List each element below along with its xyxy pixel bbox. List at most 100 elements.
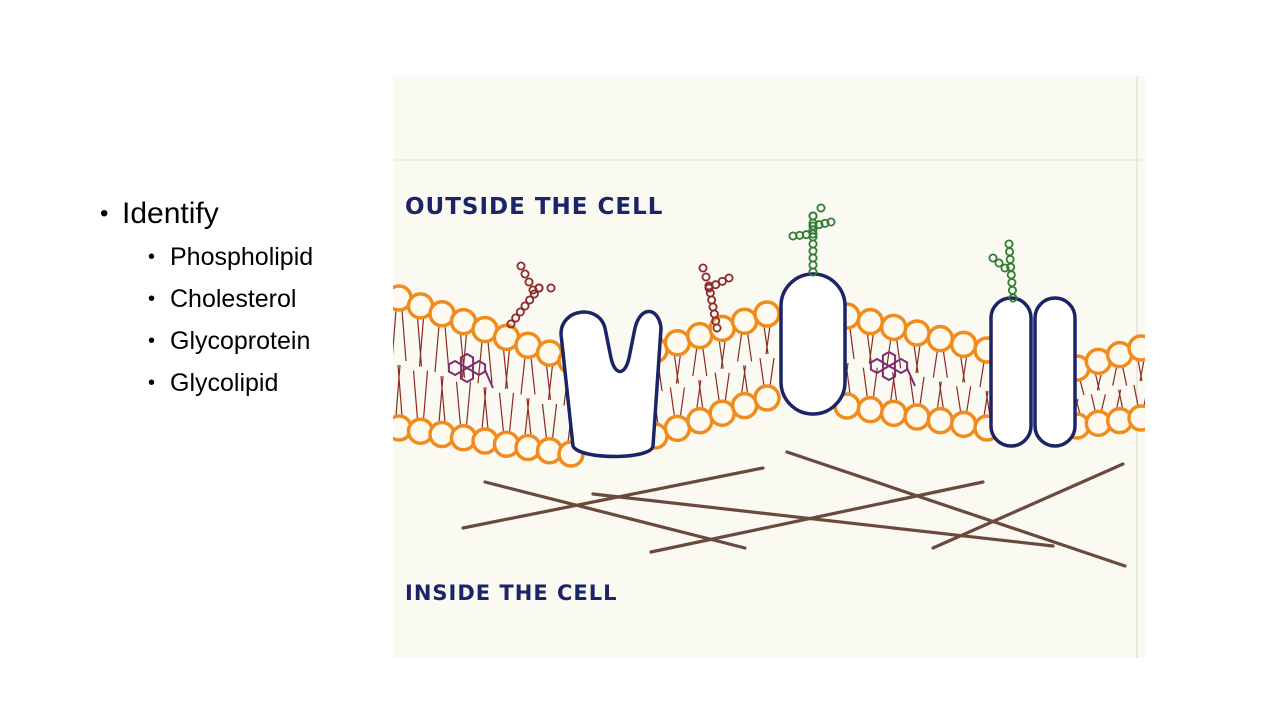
- phospholipid-head: [903, 319, 931, 347]
- lipid-tail: [765, 325, 771, 355]
- bullet-glycolipid: Glycolipid: [148, 362, 313, 404]
- lipid-tail: [418, 317, 425, 367]
- sugar-bead: [711, 280, 721, 290]
- lipid-tail: [669, 387, 675, 417]
- lipid-tail: [692, 347, 698, 377]
- lipid-tail: [481, 387, 487, 430]
- lipid-tail: [530, 357, 536, 395]
- cholesterol-molecule: [447, 352, 494, 389]
- lipid-tail: [759, 357, 765, 387]
- lipid-tail: [936, 381, 942, 409]
- sugar-bead: [529, 289, 539, 299]
- lipid-tail: [1079, 379, 1085, 396]
- lipid-tail: [401, 309, 407, 362]
- sugar-bead: [520, 269, 530, 279]
- lipid-tail: [465, 381, 472, 426]
- lipid-tail: [960, 356, 966, 383]
- lipid-tail: [675, 354, 681, 384]
- channel-protein: [559, 309, 663, 459]
- lipid-tail: [1090, 394, 1096, 412]
- label-inside-cell: INSIDE THE CELL: [405, 581, 618, 605]
- lipid-tail: [886, 339, 892, 369]
- lipid-tail: [483, 387, 489, 430]
- lipid-tail: [862, 367, 868, 398]
- phospholipid-head: [879, 399, 908, 428]
- phospholipid-head: [686, 321, 714, 350]
- lipid-tail: [547, 365, 554, 401]
- sugar-bead: [988, 253, 998, 263]
- cholesterol-ring: [471, 359, 487, 377]
- cholesterol-molecule: [869, 350, 916, 387]
- sugar-bead: [534, 283, 544, 293]
- phospholipid-head: [879, 313, 908, 342]
- lipid-tail: [983, 390, 989, 417]
- phospholipid-head: [686, 407, 714, 435]
- sugar-bead: [820, 218, 830, 228]
- sugar-bead: [814, 220, 824, 230]
- phospholipid-head: [926, 324, 955, 353]
- phospholipid-head: [903, 403, 931, 431]
- bullet-cholesterol: Cholesterol: [148, 278, 313, 320]
- cholesterol-molecules: [447, 350, 916, 389]
- glycoprotein-chain: [788, 203, 836, 277]
- lipid-tail: [919, 376, 925, 406]
- glycoprotein-chain: [988, 239, 1018, 303]
- cytoskeleton-filaments: [461, 450, 1127, 568]
- lipid-tail: [702, 347, 708, 377]
- carbohydrate-chains: [506, 203, 1018, 333]
- sugar-bead: [511, 313, 521, 323]
- lipid-tail: [520, 357, 526, 395]
- sugar-bead: [808, 221, 818, 231]
- lipid-tail: [524, 398, 530, 436]
- transport-protein-left: [989, 296, 1033, 448]
- lipid-tail: [487, 341, 493, 384]
- lipid-tail: [913, 344, 919, 374]
- lipid-tail: [741, 365, 747, 394]
- sugar-bead: [515, 307, 525, 317]
- lipid-tail: [502, 349, 509, 389]
- lipid-tail: [412, 370, 419, 420]
- bullet-phospholipid: Phospholipid: [148, 236, 313, 278]
- phospholipid-head: [856, 395, 885, 424]
- lipid-tail: [1100, 394, 1106, 412]
- sugar-bead: [524, 277, 534, 287]
- lipid-tail: [504, 349, 511, 389]
- lipid-tail: [966, 386, 972, 413]
- lipid-tail: [696, 380, 702, 409]
- lipid-tail: [440, 376, 446, 423]
- lipid-tail: [737, 333, 743, 362]
- sugar-bead: [701, 272, 711, 282]
- lipid-tail: [1094, 373, 1100, 391]
- cytoskeleton-filament: [483, 480, 747, 550]
- lipid-tail: [397, 364, 403, 417]
- sugar-bead: [994, 258, 1004, 268]
- lipid-tail: [718, 340, 724, 369]
- phospholipid-head: [753, 384, 781, 412]
- lipid-tail: [942, 350, 948, 378]
- phospholipid-head: [730, 307, 759, 335]
- lipid-tail: [541, 403, 548, 439]
- cytoskeleton-filament: [649, 480, 985, 554]
- sugar-bead: [717, 276, 727, 286]
- sugar-bead: [546, 283, 556, 293]
- sugar-bead: [788, 231, 798, 241]
- phospholipid-head: [753, 300, 781, 328]
- cytoskeleton-filament: [931, 462, 1125, 550]
- lipid-tail: [393, 309, 397, 356]
- lipid-tail: [1112, 366, 1118, 386]
- phospholipid-head: [663, 414, 692, 443]
- lipid-tail: [1122, 366, 1128, 386]
- lipid-tail: [909, 376, 915, 406]
- lipid-tail: [673, 354, 679, 384]
- lipid-tail: [1118, 389, 1124, 409]
- lipid-tail: [763, 325, 769, 355]
- lipid-tail: [962, 356, 968, 383]
- lipid-tail: [720, 340, 726, 369]
- phospholipid-head: [949, 330, 978, 359]
- lipid-tail: [455, 381, 462, 426]
- lipid-tail: [938, 381, 944, 409]
- lipid-tail: [1133, 384, 1139, 407]
- membrane-proteins: [559, 272, 1077, 459]
- sugar-bead: [808, 211, 818, 221]
- lipid-tail: [698, 380, 704, 409]
